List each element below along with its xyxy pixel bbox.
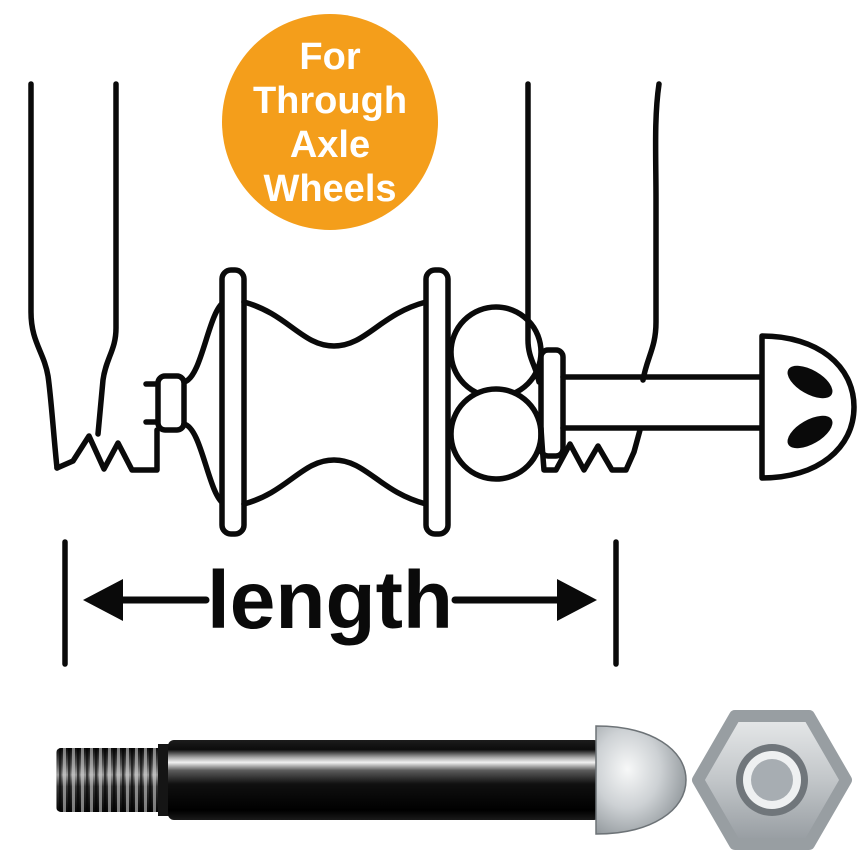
hub-flange-right xyxy=(423,267,451,537)
dropout-notch-left xyxy=(54,427,160,473)
axle-shaft xyxy=(168,740,600,820)
fork-right-inner-line xyxy=(525,81,542,385)
hub-spacer-lobe-bottom xyxy=(448,386,544,482)
hub-barrel-bottom xyxy=(241,457,429,507)
length-label: length xyxy=(207,555,453,646)
axle-photo xyxy=(56,725,687,835)
through-axle-badge: For Through Axle Wheels xyxy=(222,14,438,230)
dropout-notch-right xyxy=(538,425,643,473)
length-measurement: length xyxy=(62,539,619,667)
axle-dome-head xyxy=(595,725,687,835)
through-axle-shaft-lines xyxy=(560,374,765,431)
nut-hole-center xyxy=(751,759,793,801)
hub-end-cap-left xyxy=(155,373,187,433)
hub-end-cap-right xyxy=(538,347,566,459)
hub-flange-left xyxy=(219,267,247,537)
badge-line-4: Wheels xyxy=(263,168,396,210)
nut-photo xyxy=(692,710,852,850)
lever-hole-bottom xyxy=(787,415,833,449)
badge-line-1: For xyxy=(299,36,360,78)
fork-right-outer-line xyxy=(640,81,662,383)
fork-left-inner-line xyxy=(95,81,119,437)
lever-hole-top xyxy=(787,365,833,399)
arrowhead-left xyxy=(83,579,123,621)
fork-left-outer-line xyxy=(28,81,60,471)
axle-lever-head xyxy=(759,333,857,481)
arrowhead-right xyxy=(557,579,597,621)
badge-line-3: Axle xyxy=(290,124,370,166)
hub-bell-left xyxy=(181,299,227,507)
badge-line-2: Through xyxy=(253,80,407,122)
badge-circle xyxy=(222,14,438,230)
axle-thread-ridges xyxy=(56,748,168,812)
fork-hub-cross-section xyxy=(28,81,857,537)
hub-barrel-top xyxy=(241,299,429,349)
